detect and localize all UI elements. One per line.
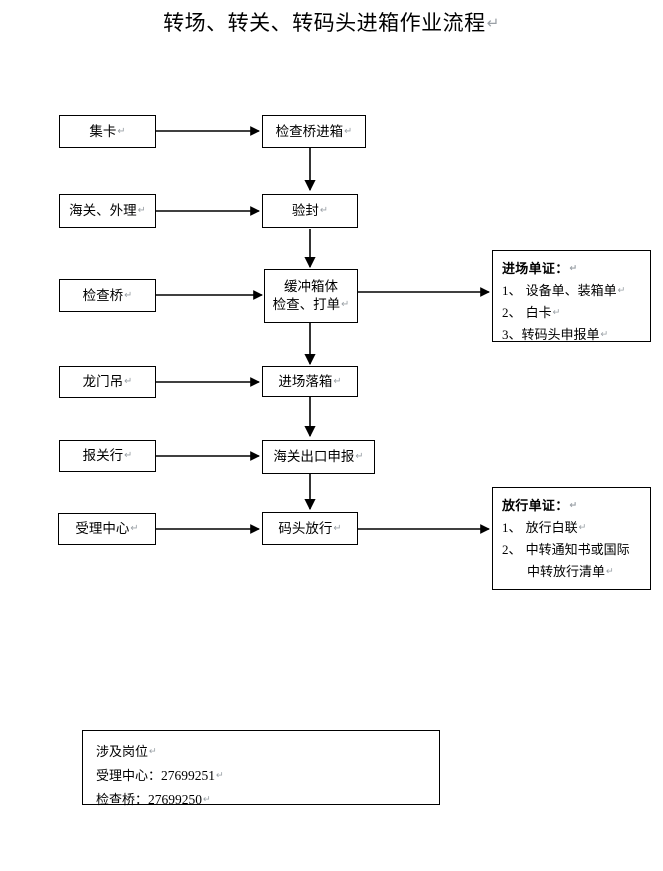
pilcrow-mark: ↵ bbox=[569, 500, 578, 511]
note-item: 2、 中转通知书或国际 bbox=[502, 539, 650, 561]
node-haiguan-chukou-shenbao-label: 海关出口申报 bbox=[273, 449, 355, 465]
node-baoguanhang-label: 报关行 bbox=[82, 448, 124, 464]
pilcrow-mark: ↵ bbox=[117, 125, 126, 137]
note-jinchang-danzheng-title: 进场单证：↵ bbox=[502, 262, 578, 277]
node-yanfeng[interactable]: 验封↵ bbox=[262, 194, 358, 228]
footer-contact-shouli-label: 受理中心： bbox=[96, 769, 162, 784]
pilcrow-mark: ↵ bbox=[149, 746, 157, 757]
node-shouli-zhongxin-label: 受理中心 bbox=[75, 521, 130, 537]
footer-contact-shouli: 受理中心：27699251↵ bbox=[96, 764, 439, 788]
node-jinchang-luoxiang-label: 进场落箱 bbox=[278, 373, 333, 390]
node-longmendiao-label: 龙门吊 bbox=[82, 374, 124, 390]
note-item-text: 白卡 bbox=[521, 306, 552, 321]
node-jianchaqiao-jinxiang-label: 检查桥进箱 bbox=[275, 123, 344, 140]
note-item: 1、 放行白联↵ bbox=[502, 517, 650, 539]
pilcrow-mark: ↵ bbox=[552, 307, 561, 318]
note-item-number: 2、 bbox=[502, 542, 522, 557]
node-haiguan-waili-label: 海关、外理 bbox=[69, 203, 137, 219]
page-title: 转场、转关、转码头进箱作业流程↵ bbox=[0, 8, 663, 38]
pilcrow-mark: ↵ bbox=[124, 450, 133, 461]
pilcrow-mark: ↵ bbox=[333, 375, 342, 387]
note-item: 2、 白卡↵ bbox=[502, 302, 650, 324]
node-haiguan-chukou-shenbao[interactable]: 海关出口申报↵ bbox=[262, 440, 375, 474]
pilcrow-mark: ↵ bbox=[203, 794, 211, 805]
note-item: 1、 设备单、装箱单↵ bbox=[502, 280, 650, 302]
pilcrow-mark: ↵ bbox=[341, 298, 350, 310]
pilcrow-mark: ↵ bbox=[578, 522, 587, 533]
node-matou-fangxing-label: 码头放行 bbox=[278, 520, 333, 537]
node-huanchong-xiangti-line1: 缓冲箱体 bbox=[284, 278, 338, 295]
node-huanchong-xiangti[interactable]: 缓冲箱体 检查、打单↵ bbox=[264, 269, 358, 323]
note-item: 3、转码头申报单↵ bbox=[502, 324, 650, 346]
note-item-text: 转码头申报单 bbox=[521, 328, 600, 343]
note-fangxing-danzheng-title: 放行单证：↵ bbox=[502, 499, 578, 514]
note-item-text: 设备单、装箱单 bbox=[521, 284, 617, 299]
node-jianchaqiao-jinxiang[interactable]: 检查桥进箱↵ bbox=[262, 115, 366, 148]
page-title-text: 转场、转关、转码头进箱作业流程 bbox=[163, 11, 486, 35]
note-item-text: 中转通知书或国际 bbox=[521, 543, 630, 558]
pilcrow-mark: ↵ bbox=[137, 205, 146, 216]
node-jinchang-luoxiang[interactable]: 进场落箱↵ bbox=[262, 366, 358, 397]
pilcrow-mark: ↵ bbox=[333, 522, 342, 534]
node-matou-fangxing[interactable]: 码头放行↵ bbox=[262, 512, 358, 545]
pilcrow-mark: ↵ bbox=[130, 523, 139, 534]
node-shouli-zhongxin[interactable]: 受理中心↵ bbox=[58, 513, 156, 545]
note-item-text: 放行白联 bbox=[521, 521, 578, 536]
pilcrow-mark: ↵ bbox=[344, 125, 353, 137]
node-jika-label: 集卡 bbox=[89, 123, 117, 140]
pilcrow-mark: ↵ bbox=[124, 376, 133, 387]
pilcrow-mark: ↵ bbox=[569, 263, 578, 274]
node-haiguan-waili[interactable]: 海关、外理↵ bbox=[59, 194, 156, 228]
pilcrow-mark: ↵ bbox=[606, 566, 614, 577]
footer-heading: 涉及岗位↵ bbox=[96, 745, 157, 760]
footer-contact-box[interactable]: 涉及岗位↵ 受理中心：27699251↵ 检查桥：27699250↵ bbox=[82, 730, 440, 808]
note-fangxing-danzheng[interactable]: 放行单证：↵ 1、 放行白联↵ 2、 中转通知书或国际 中转放行清单↵ bbox=[492, 487, 651, 590]
footer-contact-jianchaqiao-number: 27699250 bbox=[148, 792, 203, 807]
note-jinchang-danzheng[interactable]: 进场单证：↵ 1、 设备单、装箱单↵ 2、 白卡↵ 3、转码头申报单↵ bbox=[492, 250, 651, 343]
node-yanfeng-label: 验封 bbox=[291, 203, 319, 219]
footer-contact-jianchaqiao-label: 检查桥： bbox=[96, 793, 149, 808]
pilcrow-mark: ↵ bbox=[600, 329, 609, 340]
pilcrow-mark: ↵ bbox=[124, 289, 133, 301]
footer-contact-jianchaqiao: 检查桥：27699250↵ bbox=[96, 788, 439, 812]
note-item-number: 1、 bbox=[502, 520, 522, 535]
note-item-text2: 中转放行清单 bbox=[527, 565, 606, 580]
pilcrow-mark: ↵ bbox=[355, 451, 364, 462]
node-longmendiao[interactable]: 龙门吊↵ bbox=[59, 366, 156, 398]
note-item-continuation: 中转放行清单↵ bbox=[502, 561, 650, 583]
pilcrow-mark: ↵ bbox=[216, 770, 224, 781]
node-jika[interactable]: 集卡↵ bbox=[59, 115, 156, 148]
node-jianchaqiao-label: 检查桥 bbox=[82, 287, 124, 304]
node-huanchong-xiangti-line2: 检查、打单 bbox=[272, 296, 341, 313]
note-item-number: 3、 bbox=[502, 327, 522, 342]
pilcrow-mark: ↵ bbox=[486, 14, 500, 32]
note-item-number: 2、 bbox=[502, 305, 522, 320]
pilcrow-mark: ↵ bbox=[617, 285, 626, 296]
footer-contact-shouli-number: 27699251 bbox=[161, 768, 216, 783]
note-item-number: 1、 bbox=[502, 283, 522, 298]
pilcrow-mark: ↵ bbox=[319, 205, 329, 216]
node-baoguanhang[interactable]: 报关行↵ bbox=[59, 440, 156, 472]
node-jianchaqiao[interactable]: 检查桥↵ bbox=[59, 279, 156, 312]
